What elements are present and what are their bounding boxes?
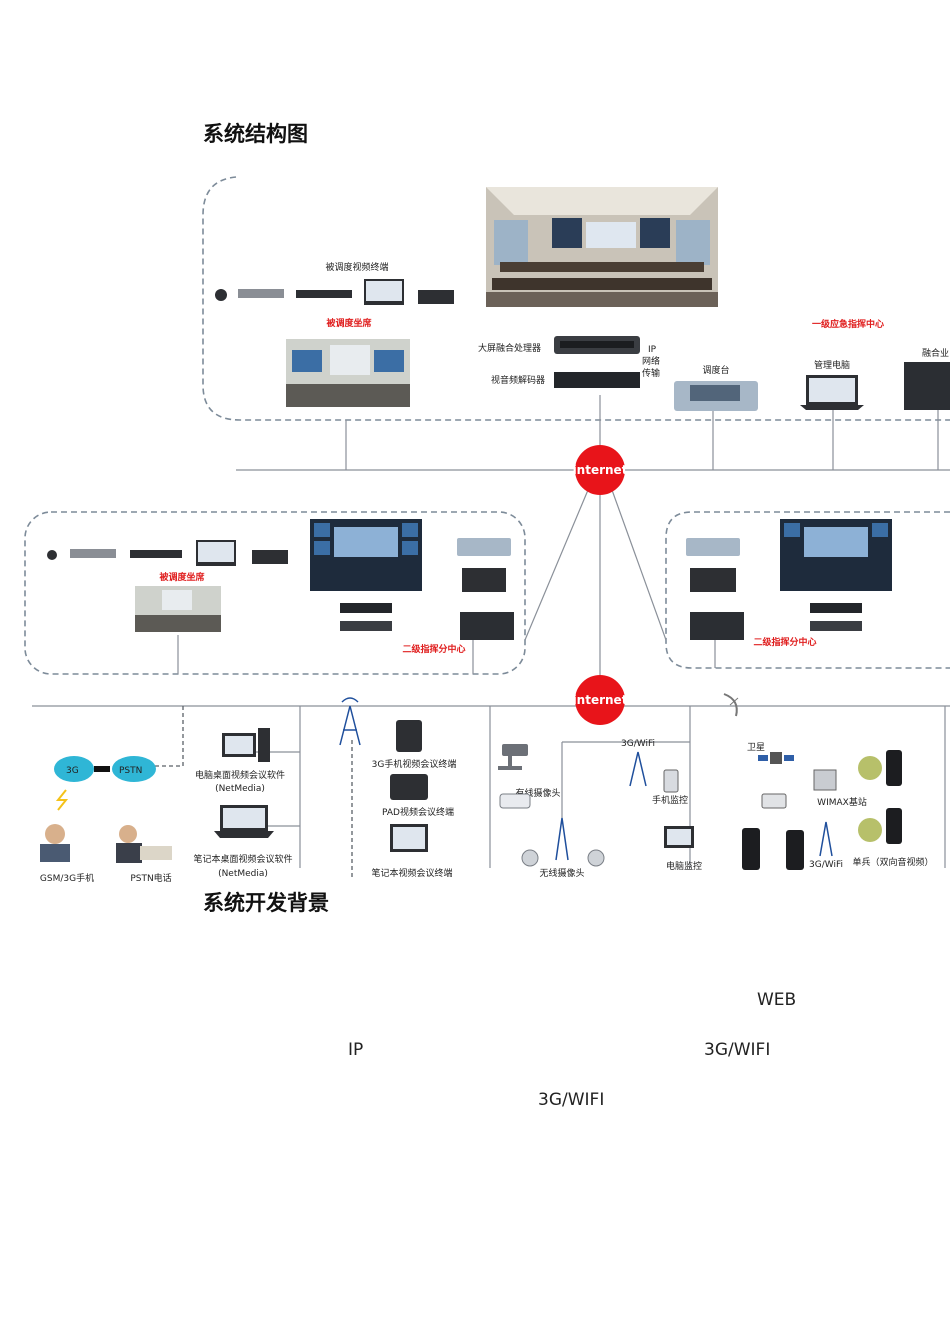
label-wireless-camera: 无线摄像头 (539, 867, 584, 879)
pad-icon (390, 774, 428, 800)
label-gsm-phone: GSM/3G手机 (40, 872, 94, 884)
label-single-soldier: 单兵（双向音视频） (852, 856, 933, 868)
wimax-tower-icon (820, 822, 832, 856)
pc-monitor-icon (664, 826, 694, 848)
console-mid-right (686, 538, 740, 556)
label-av-decoder: 视音频解码器 (491, 374, 545, 386)
video-wall-mid-left (310, 519, 422, 591)
console-device (674, 381, 758, 411)
text-fragment-3g-wifi-1: 3G/WIFI (704, 1040, 770, 1060)
seat-photo-mid (135, 586, 221, 632)
pc-mid-right (690, 568, 736, 592)
label-scheduled-terminals: 被调度视频终端 (325, 261, 388, 273)
label-laptop-terminal: 笔记本视频会议终端 (371, 867, 452, 879)
label-mobile-3g-terminal: 3G手机视频会议终端 (372, 758, 457, 770)
label-laptop-software: 笔记本桌面视频会议软件 (193, 853, 292, 865)
label-ip-2: 网络 (642, 355, 660, 367)
label-pad-terminal: PAD视频会议终端 (382, 806, 454, 818)
label-pstn-phone: PSTN电话 (130, 872, 171, 884)
text-fragment-web: WEB (757, 990, 796, 1010)
label-secondary-center-left: 二级指挥分中心 (402, 643, 465, 655)
wired-camera-icon (498, 744, 528, 770)
phone-monitor-icon (664, 770, 678, 792)
label-cloud-pstn: PSTN (119, 766, 142, 776)
signal-bolt-icon (58, 790, 66, 810)
label-primary-center: 一级应急指挥中心 (812, 318, 884, 330)
decoder-mid-right-2 (810, 621, 862, 631)
terminal-devices-top (215, 279, 454, 305)
vehicle-icon (762, 794, 786, 808)
seat-photo-top (286, 339, 410, 407)
av-decoder-device (554, 372, 640, 388)
section-title-background: 系统开发背景 (203, 887, 329, 917)
mobile-3g-icon (396, 720, 422, 752)
laptop-terminal-icon (390, 824, 428, 852)
label-pc-monitor: 电脑监控 (666, 860, 702, 872)
label-laptop-netmedia: (NetMedia) (218, 869, 268, 879)
label-scheduled-seat-mid: 被调度坐席 (159, 571, 204, 583)
system-structure-diagram: internet internet 被调度视频终端 被调度坐席 大屏融合处理器 … (0, 0, 950, 900)
label-ip-3: 传输 (642, 367, 660, 379)
label-admin-pc: 管理电脑 (814, 359, 850, 371)
wifi-tower-icon (630, 752, 646, 786)
wireless-cameras-icon (522, 818, 604, 866)
gsm-user-photo (40, 824, 70, 862)
label-ip-1: IP (648, 345, 657, 355)
label-cloud-3g: 3G (66, 766, 79, 776)
label-3g-wifi-single: 3G/WiFi (809, 860, 843, 870)
label-satellite: 卫星 (747, 742, 765, 753)
label-3g-wifi: 3G/WiFi (621, 739, 655, 749)
label-secondary-center-right: 二级指挥分中心 (753, 636, 816, 648)
command-hall-photo (486, 187, 718, 307)
label-phone-monitor: 手机监控 (652, 794, 688, 806)
screen-processor-device (554, 336, 640, 354)
decoder-mid-left-1 (340, 603, 392, 613)
radio-tower-icon (340, 698, 360, 745)
rack-mid-left (460, 612, 514, 640)
rack-mid-right (690, 612, 744, 640)
satellite-icon (758, 752, 794, 764)
label-desktop-netmedia: (NetMedia) (215, 784, 265, 794)
console-mid-left (457, 538, 511, 556)
desktop-pc-icon (222, 728, 270, 762)
pstn-user-photo (116, 825, 172, 863)
decoder-mid-right-1 (810, 603, 862, 613)
text-fragment-3g-wifi-2: 3G/WIFI (538, 1090, 604, 1110)
wimax-station-icon (814, 770, 836, 790)
label-wimax: WIMAX基站 (817, 796, 867, 808)
label-scheduled-seat-top: 被调度坐席 (326, 317, 371, 329)
internet-label-bottom: internet (573, 693, 628, 707)
label-desktop-software: 电脑桌面视频会议软件 (195, 769, 285, 781)
admin-laptop-icon (800, 375, 864, 410)
fusion-server-rack (904, 362, 950, 410)
satellite-dish-icon (724, 694, 738, 716)
internet-label-top: internet (573, 463, 628, 477)
label-console: 调度台 (702, 364, 729, 376)
decoder-mid-left-2 (340, 621, 392, 631)
label-fusion: 融合业 (922, 347, 949, 359)
box-camera-icon (500, 794, 530, 808)
pc-mid-left (462, 568, 506, 592)
label-screen-processor: 大屏融合处理器 (478, 342, 541, 354)
text-fragment-ip: IP (348, 1040, 363, 1060)
laptop-software-icon (214, 805, 274, 838)
video-wall-mid-right (780, 519, 892, 591)
terminal-devices-mid-left (47, 540, 288, 566)
